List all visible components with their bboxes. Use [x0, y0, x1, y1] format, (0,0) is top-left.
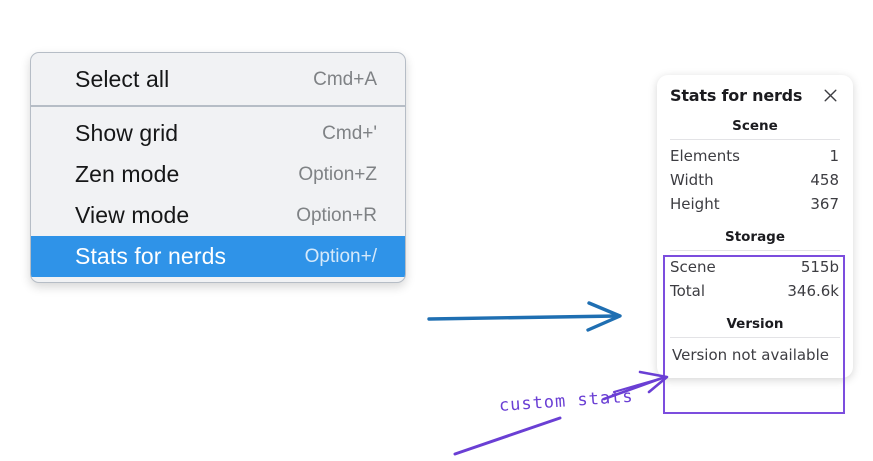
menu-group-1: Select all Cmd+A [31, 53, 405, 105]
context-menu: Select all Cmd+A Show grid Cmd+' Zen mod… [30, 52, 406, 283]
stat-row-storage-scene: Scene 515b [669, 255, 841, 279]
stat-key: Height [670, 195, 720, 213]
section-heading-version: Version [726, 316, 784, 332]
section-divider [670, 139, 840, 140]
stats-for-nerds-panel: Stats for nerds Scene Elements 1 Width 4… [657, 75, 853, 378]
menu-item-shortcut: Option+R [296, 204, 377, 226]
section-divider [670, 337, 840, 338]
stat-row-elements: Elements 1 [669, 144, 841, 168]
menu-item-label: Select all [75, 66, 170, 92]
stat-key: Elements [670, 147, 740, 165]
menu-item-label: View mode [75, 202, 190, 228]
menu-item-show-grid[interactable]: Show grid Cmd+' [31, 113, 405, 154]
custom-stats-annotation-label: custom stats [498, 386, 635, 416]
menu-item-shortcut: Option+Z [298, 163, 377, 185]
menu-item-shortcut: Cmd+' [322, 122, 377, 144]
stat-key: Width [670, 171, 714, 189]
menu-item-label: Zen mode [75, 161, 180, 187]
stat-value: 1 [829, 147, 839, 165]
section-heading-storage: Storage [724, 229, 786, 245]
version-not-available-text: Version not available [672, 346, 829, 364]
menu-item-label: Stats for nerds [75, 243, 227, 269]
menu-item-view-mode[interactable]: View mode Option+R [31, 195, 405, 236]
menu-item-stats-for-nerds[interactable]: Stats for nerds Option+/ [31, 236, 405, 277]
stat-key: Total [670, 282, 706, 300]
stat-key: Scene [670, 258, 716, 276]
menu-item-label: Show grid [75, 120, 179, 146]
stat-row-storage-total: Total 346.6k [669, 279, 841, 303]
purple-underline-stroke [453, 416, 562, 456]
stat-row-width: Width 458 [669, 168, 841, 192]
menu-item-shortcut: Cmd+A [313, 68, 377, 90]
menu-item-select-all[interactable]: Select all Cmd+A [31, 59, 405, 100]
blue-arrow-icon [427, 301, 622, 332]
panel-title: Stats for nerds [670, 86, 803, 105]
panel-header: Stats for nerds [669, 86, 841, 105]
stat-value: 515b [800, 258, 839, 276]
menu-group-2: Show grid Cmd+' Zen mode Option+Z View m… [31, 105, 405, 282]
stat-value: 458 [810, 171, 839, 189]
stat-value: 367 [810, 195, 839, 213]
stat-row-height: Height 367 [669, 192, 841, 216]
menu-item-shortcut: Option+/ [304, 245, 377, 267]
menu-item-zen-mode[interactable]: Zen mode Option+Z [31, 154, 405, 195]
section-heading-scene: Scene [732, 118, 778, 134]
section-divider [670, 250, 840, 251]
close-icon[interactable] [822, 87, 839, 104]
stat-value: 346.6k [787, 282, 839, 300]
